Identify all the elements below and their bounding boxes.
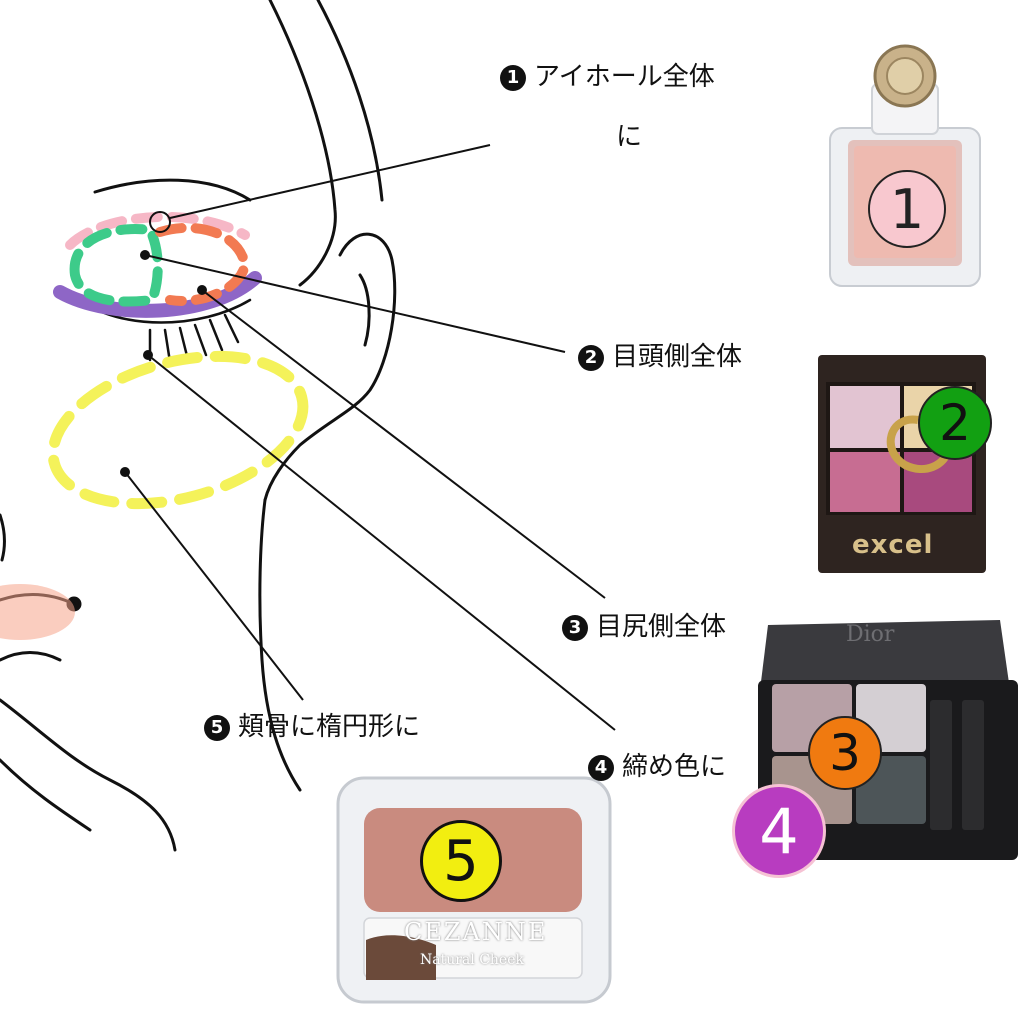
badge-4: 4 [732,784,826,878]
step-text: 目頭側全体 [612,342,743,372]
step-3-label: 3 目尻側全体 [562,614,726,641]
badge-1: 1 [868,170,946,248]
zone-1-eyehole [65,211,250,250]
step-number: 3 [562,615,588,641]
step-1-label-wrap: に [616,122,643,152]
zone-3-outer [155,222,251,306]
step-5-label: 5 頬骨に楕円形に [204,714,420,741]
badge-label: 4 [759,794,799,868]
step-number: 1 [500,65,526,91]
step-number: 4 [588,755,614,781]
step-2-label: 2 目頭側全体 [578,344,742,371]
brand-cezanne: CEZANNE [404,918,548,946]
zone-4-lashline [53,271,262,318]
badge-label: 2 [939,394,971,452]
badge-2: 2 [918,386,992,460]
zone-5-cheek [47,350,309,510]
badge-label: 3 [829,724,861,782]
step-text: 目尻側全体 [596,612,727,642]
brand-dior: Dior [846,622,895,647]
brand-cezanne-sub: Natural Cheek [420,952,524,968]
step-text: 締め色に [622,752,727,782]
step-1-label: 1 アイホール全体 [500,64,715,91]
step-number: 2 [578,345,604,371]
brand-excel: excel [852,530,934,560]
step-number: 5 [204,715,230,741]
eyelid-zones [0,211,309,640]
badge-3: 3 [808,716,882,790]
step-text: 頬骨に楕円形に [238,712,421,742]
zone-2-inner [69,224,163,307]
product-1-single-shadow [829,44,981,287]
badge-label: 1 [889,177,925,241]
step-text: アイホール全体 [534,62,715,92]
cheek-blush [0,584,75,640]
step-4-label: 4 締め色に [588,754,726,781]
badge-label: 5 [443,828,479,894]
leader-lines [120,144,616,731]
badge-5: 5 [420,820,502,902]
